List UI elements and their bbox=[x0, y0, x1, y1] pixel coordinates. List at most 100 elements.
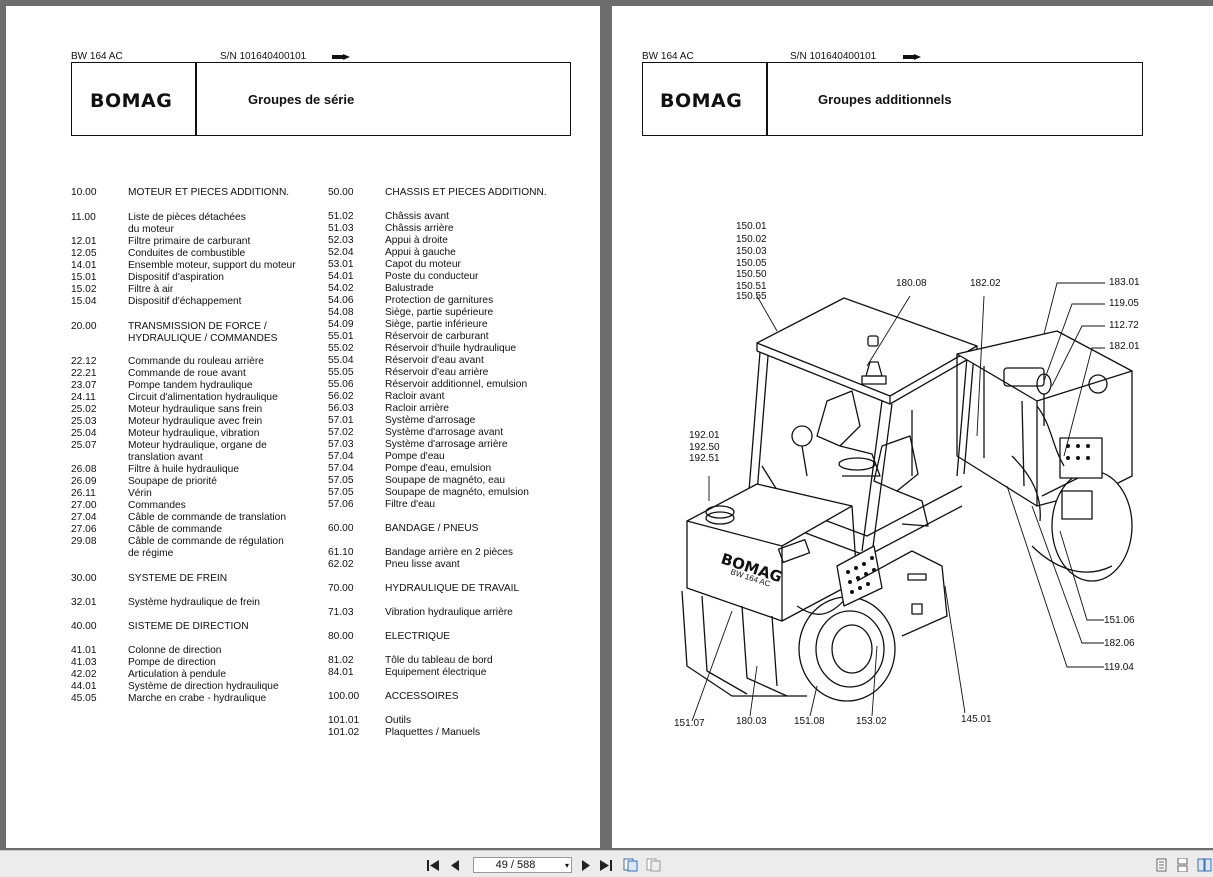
group-description: Circuit d'alimentation hydraulique bbox=[128, 392, 278, 403]
first-page-button[interactable] bbox=[426, 858, 440, 872]
group-description: Filtre primaire de carburant bbox=[128, 236, 251, 247]
model-number: BW 164 AC bbox=[71, 51, 123, 62]
group-description: Soupape de magnéto, eau bbox=[385, 475, 506, 486]
group-description: Câble de commande bbox=[128, 524, 223, 535]
serial-number: S/N 101640400101 bbox=[220, 51, 307, 62]
group-description: TRANSMISSION DE FORCE / bbox=[128, 321, 267, 332]
group-description: Réservoir d'huile hydraulique bbox=[385, 343, 517, 354]
group-code: 51.03 bbox=[328, 223, 354, 234]
callout-label: 150.01 bbox=[736, 221, 767, 232]
page-title: Groupes additionnels bbox=[818, 92, 952, 107]
group-code: 30.00 bbox=[71, 573, 97, 584]
two-page-layout-button[interactable] bbox=[1196, 858, 1212, 872]
header-box: BOMAG Groupes additionnels bbox=[642, 62, 1143, 136]
group-code: 14.01 bbox=[71, 260, 97, 271]
next-page-button[interactable] bbox=[580, 858, 592, 872]
group-code: 101.02 bbox=[328, 727, 360, 738]
previous-page-button[interactable] bbox=[449, 858, 461, 872]
group-description: Poste du conducteur bbox=[385, 271, 479, 282]
group-code: 55.06 bbox=[328, 379, 354, 390]
group-code: 29.08 bbox=[71, 536, 97, 547]
group-code: 53.01 bbox=[328, 259, 354, 270]
group-description: Appui à droite bbox=[385, 235, 448, 246]
group-description: Pompe tandem hydraulique bbox=[128, 380, 253, 391]
facing-view-icon bbox=[646, 858, 660, 872]
group-code: 57.03 bbox=[328, 439, 354, 450]
group-code: 11.00 bbox=[71, 212, 96, 223]
group-description: de régime bbox=[128, 548, 174, 559]
group-description: Marche en crabe - hydraulique bbox=[128, 693, 267, 704]
continuous-layout-icon bbox=[1177, 858, 1187, 872]
group-code: 25.02 bbox=[71, 404, 97, 415]
group-code: 40.00 bbox=[71, 621, 97, 632]
callout-label: 119.05 bbox=[1109, 298, 1139, 309]
group-code: 62.02 bbox=[328, 559, 354, 570]
group-code: 10.00 bbox=[71, 187, 97, 198]
group-code: 26.08 bbox=[71, 464, 97, 475]
callout-label: 182.06 bbox=[1104, 638, 1135, 649]
group-description: Filtre d'eau bbox=[385, 499, 436, 510]
group-code: 50.00 bbox=[328, 187, 354, 198]
facing-page-view-button[interactable] bbox=[645, 858, 661, 872]
callout-label: 182.02 bbox=[970, 278, 1001, 289]
group-code: 54.09 bbox=[328, 319, 354, 330]
header-box: BOMAG Groupes de série bbox=[71, 62, 571, 136]
group-description: Réservoir d'eau arrière bbox=[385, 367, 489, 378]
group-code: 55.04 bbox=[328, 355, 354, 366]
group-description: Equipement électrique bbox=[385, 667, 487, 678]
group-description: Racloir arrière bbox=[385, 403, 449, 414]
group-code: 52.04 bbox=[328, 247, 354, 258]
group-code: 54.06 bbox=[328, 295, 354, 306]
callout-label: 150.50 bbox=[736, 269, 767, 280]
single-page-view-button[interactable] bbox=[622, 858, 638, 872]
last-page-icon bbox=[600, 859, 612, 871]
callout-label: 112.72 bbox=[1109, 320, 1139, 331]
group-description: Ensemble moteur, support du moteur bbox=[128, 260, 296, 271]
group-code: 42.02 bbox=[71, 669, 97, 680]
group-description: Tôle du tableau de bord bbox=[385, 655, 493, 666]
serial-number: S/N 101640400101 bbox=[790, 51, 877, 62]
group-description: Moteur hydraulique, vibration bbox=[128, 428, 260, 439]
group-code: 80.00 bbox=[328, 631, 354, 642]
group-description: Commandes bbox=[128, 500, 186, 511]
group-description: Soupape de magnéto, emulsion bbox=[385, 487, 529, 498]
group-description: Siège, partie supérieure bbox=[385, 307, 494, 318]
roller-illustration: BOMAG BW 164 AC bbox=[681, 282, 1133, 722]
group-code: 15.01 bbox=[71, 272, 97, 283]
callout-label: 180.03 bbox=[736, 716, 767, 727]
callout-label: 150.05 bbox=[736, 258, 767, 269]
callout-label: 192.51 bbox=[689, 453, 720, 464]
group-code: 81.02 bbox=[328, 655, 354, 666]
page-dropdown-icon[interactable]: ▾ bbox=[564, 861, 569, 870]
group-code: 70.00 bbox=[328, 583, 354, 594]
group-code: 100.00 bbox=[328, 691, 360, 702]
group-description: SISTEME DE DIRECTION bbox=[128, 621, 249, 632]
group-code: 57.04 bbox=[328, 451, 354, 462]
callout-label: 192.01 bbox=[689, 430, 720, 441]
group-description: Colonne de direction bbox=[128, 645, 222, 656]
group-description: Vérin bbox=[128, 488, 152, 499]
group-description: Système d'arrosage bbox=[385, 415, 476, 426]
continuous-layout-button[interactable] bbox=[1175, 858, 1189, 872]
bomag-logo: BOMAG bbox=[90, 90, 173, 112]
page-number-field[interactable]: 49 / 588 ▾ bbox=[473, 857, 572, 873]
group-code: 27.00 bbox=[71, 500, 97, 511]
group-description: Conduites de combustible bbox=[128, 248, 246, 259]
group-code: 12.05 bbox=[71, 248, 97, 259]
group-description: Système hydraulique de frein bbox=[128, 597, 260, 608]
callout-label: 150.55 bbox=[736, 291, 767, 302]
callout-label: 151.08 bbox=[794, 716, 825, 727]
group-description: Racloir avant bbox=[385, 391, 445, 402]
group-code: 12.01 bbox=[71, 236, 97, 247]
group-code: 71.03 bbox=[328, 607, 354, 618]
last-page-button[interactable] bbox=[599, 858, 613, 872]
page-indicator: 49 / 588 bbox=[495, 859, 536, 871]
group-description: Châssis avant bbox=[385, 211, 449, 222]
group-description: HYDRAULIQUE DE TRAVAIL bbox=[385, 583, 520, 594]
group-code: 15.02 bbox=[71, 284, 97, 295]
single-layout-button[interactable] bbox=[1154, 858, 1168, 872]
group-description: HYDRAULIQUE / COMMANDES bbox=[128, 333, 278, 344]
group-description: translation avant bbox=[128, 452, 203, 463]
group-code: 15.04 bbox=[71, 296, 97, 307]
group-description: Moteur hydraulique avec frein bbox=[128, 416, 263, 427]
